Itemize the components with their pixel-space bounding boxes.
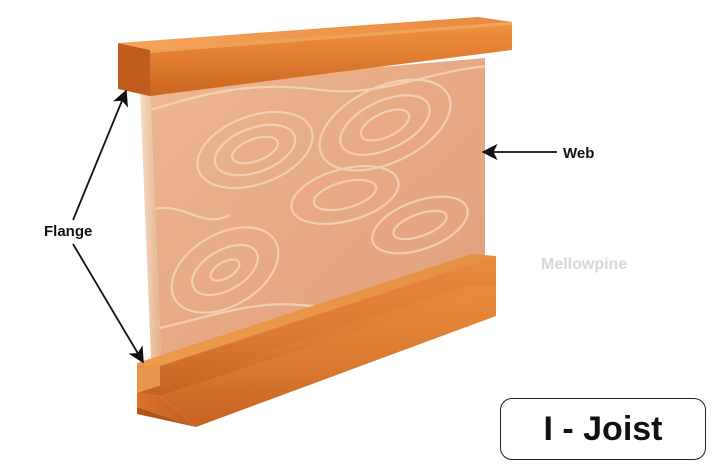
watermark: Mellowpine bbox=[541, 256, 628, 273]
web-label: Web bbox=[563, 145, 595, 162]
annotation-arrows bbox=[72, 89, 557, 364]
flange-arrow-top bbox=[72, 89, 128, 221]
diagram-title: I - Joist bbox=[543, 410, 663, 448]
bottom-flange bbox=[137, 254, 496, 427]
flange-label: Flange bbox=[44, 223, 93, 240]
top-flange bbox=[118, 17, 512, 96]
title-box: I - Joist bbox=[500, 398, 706, 460]
flange-arrow-bottom bbox=[72, 243, 144, 364]
